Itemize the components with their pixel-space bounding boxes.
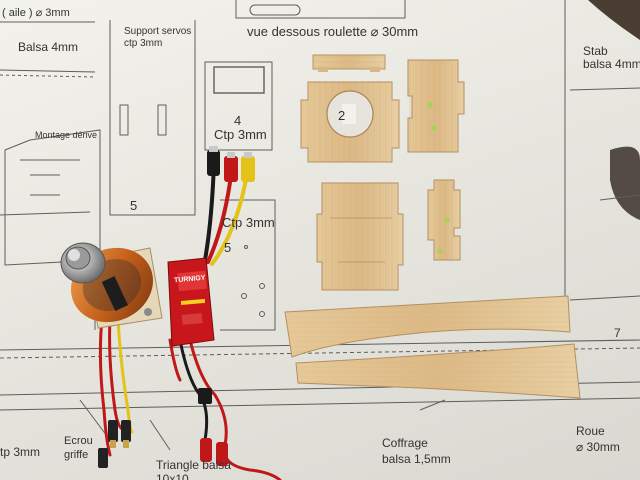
- label-stab-balsa: balsa 4mm: [583, 57, 640, 71]
- label-part-5-center-material: Ctp 3mm: [222, 215, 275, 230]
- label-part-4-material: Ctp 3mm: [214, 127, 267, 142]
- balsa-parts: [284, 54, 581, 399]
- label-coffrage: Coffrage: [382, 436, 428, 450]
- label-triangle-dim: 10x10: [156, 472, 189, 480]
- label-vue-dessous: vue dessous roulette ⌀ 30mm: [247, 24, 419, 39]
- label-stab: Stab: [583, 44, 608, 58]
- label-roue: Roue: [576, 424, 605, 438]
- label-coffrage-balsa: balsa 1,5mm: [382, 452, 451, 466]
- brushless-motor: [60, 242, 153, 323]
- label-part-5-center: 5: [224, 240, 232, 255]
- label-balsa-4mm: Balsa 4mm: [18, 40, 79, 54]
- esc-speed-controller: [167, 257, 215, 347]
- label-aile: ( aile ) ⌀ 3mm: [2, 7, 70, 19]
- label-part-7: 7: [614, 326, 621, 340]
- label-triangle: Triangle balsa: [156, 458, 231, 472]
- label-ctp-3mm-top: ctp 3mm: [124, 38, 163, 49]
- label-griffe: griffe: [64, 449, 89, 461]
- label-part-2: 2: [338, 108, 346, 123]
- label-ecrou: Ecrou: [64, 435, 93, 447]
- label-roue-dim: ⌀ 30mm: [576, 440, 620, 454]
- label-montage-derive: Montage dérive: [35, 130, 98, 140]
- label-support-servos: Support servos: [124, 26, 192, 37]
- label-part-4-number: 4: [234, 113, 242, 128]
- table-background: [588, 0, 640, 220]
- label-ctp-3mm-bottom: tp 3mm: [0, 445, 41, 459]
- label-part-5-left: 5: [130, 198, 138, 213]
- bullet-connectors: [98, 146, 255, 468]
